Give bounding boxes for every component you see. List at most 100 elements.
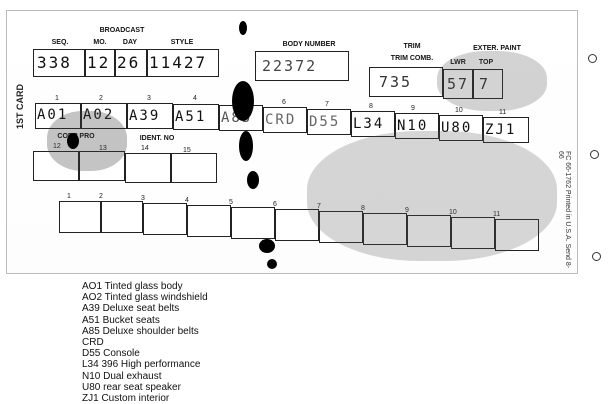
row4-cell <box>231 207 275 239</box>
ink-blot <box>67 133 79 149</box>
row2-num: 7 <box>325 101 329 108</box>
ink-blot <box>239 21 247 35</box>
row4-num: 6 <box>273 201 277 208</box>
option-code: A39 <box>129 108 161 124</box>
row4-num: 2 <box>99 193 103 200</box>
lwr-box <box>443 69 473 99</box>
row3-num: 14 <box>141 145 149 152</box>
header-trim: TRIM <box>403 43 421 50</box>
option-line: U80 rear seat speaker <box>82 381 181 393</box>
seq-box <box>33 49 85 77</box>
style-box <box>147 49 219 77</box>
header-broadcast: BROADCAST <box>99 27 145 34</box>
form-number: FC 66-1762 Printed in U.S.A. Send 8-66 <box>557 151 571 269</box>
stain <box>437 51 547 111</box>
punch-hole <box>592 252 601 261</box>
row2-num: 6 <box>282 99 286 106</box>
row2-num: 1 <box>55 95 59 102</box>
row3-cell <box>171 153 217 183</box>
body-number-box <box>255 51 349 81</box>
option-legend: AO1 Tinted glass body AO2 Tinted glass w… <box>82 281 208 404</box>
option-code: A01 <box>37 107 69 123</box>
row2-cell <box>307 109 351 135</box>
row4-num: 8 <box>361 205 365 212</box>
option-line: AO1 Tinted glass body <box>82 281 183 292</box>
row2-num: 3 <box>147 95 151 102</box>
option-line: A85 Deluxe shoulder belts <box>82 325 199 337</box>
row4-num: 1 <box>67 193 71 200</box>
option-code: L34 <box>353 116 385 132</box>
option-line: CRD <box>82 337 104 349</box>
ink-blot <box>239 131 253 161</box>
row2-cell <box>127 103 173 129</box>
punch-hole <box>588 54 597 63</box>
trim-box <box>369 67 443 97</box>
ink-blot <box>232 81 254 121</box>
mo-value: 12 <box>87 53 111 72</box>
option-code: A51 <box>175 109 207 125</box>
option-line: AO2 Tinted glass windshield <box>82 292 208 304</box>
row4-cell <box>59 201 101 233</box>
row2-num: 9 <box>411 105 415 112</box>
row2-cell <box>395 113 439 139</box>
header-day: DAY <box>122 39 138 46</box>
row2-cell <box>439 115 483 141</box>
stain <box>47 111 127 171</box>
header-lwr: LWR <box>450 59 466 66</box>
row4-cell <box>143 203 187 235</box>
option-code: CRD <box>265 112 297 128</box>
option-line: A51 Bucket seats <box>82 314 160 326</box>
row4-cell <box>451 217 495 249</box>
day-value: 26 <box>117 53 141 72</box>
top-value: 7 <box>479 75 491 93</box>
build-sheet-card: 1ST CARD FC 66-1762 Printed in U.S.A. Se… <box>6 10 578 274</box>
row3-cell <box>125 153 171 183</box>
row3-num: 13 <box>99 145 107 152</box>
option-code: N10 <box>397 118 429 134</box>
header-body-number: BODY NUMBER <box>282 41 336 48</box>
row4-cell <box>275 209 319 241</box>
day-box <box>115 49 147 77</box>
card-side-label: 1ST CARD <box>15 83 25 129</box>
row4-num: 3 <box>141 195 145 202</box>
style-value: 11427 <box>149 53 208 72</box>
row2-num: 10 <box>455 107 463 114</box>
row2-cell <box>81 103 127 129</box>
option-line: L34 396 High performance <box>82 359 201 371</box>
header-trim-comb: TRIM COMB. <box>390 55 434 62</box>
row2-num: 8 <box>369 103 373 110</box>
header-style: STYLE <box>170 39 194 46</box>
option-line: A39 Deluxe seat belts <box>82 303 180 315</box>
option-line: D55 Console <box>82 348 140 360</box>
option-line: N10 Dual exhaust <box>82 370 162 382</box>
row2-cell <box>351 111 395 137</box>
lwr-value: 57 <box>447 75 470 93</box>
row2-num: 11 <box>499 109 507 116</box>
row4-num: 9 <box>405 207 409 214</box>
header-top: TOP <box>478 59 494 66</box>
row2-cell <box>35 103 81 129</box>
option-line: ZJ1 Custom interior <box>82 393 170 404</box>
header-exter-paint: EXTER. PAINT <box>473 45 521 52</box>
row4-cell <box>495 219 539 251</box>
row4-cell <box>101 201 143 233</box>
mo-box <box>85 49 115 77</box>
ink-blot <box>259 239 275 253</box>
row4-num: 5 <box>229 199 233 206</box>
row2-cell <box>173 104 219 130</box>
row4-cell <box>187 205 231 237</box>
row3-num: 12 <box>53 143 61 150</box>
header-ident-no: IDENT. NO <box>139 135 175 142</box>
header-mo: MO. <box>93 39 107 46</box>
row2-num: 4 <box>193 95 197 102</box>
top-box <box>473 69 503 99</box>
option-code: ZJ1 <box>485 122 517 138</box>
body-number-value: 22372 <box>262 57 318 75</box>
row2-num: 2 <box>99 95 103 102</box>
option-code: U80 <box>441 120 473 136</box>
punch-hole <box>590 150 599 159</box>
row4-num: 7 <box>317 203 321 210</box>
row3-num: 15 <box>183 147 191 154</box>
row4-num: 4 <box>185 197 189 204</box>
option-code: D55 <box>309 114 341 130</box>
